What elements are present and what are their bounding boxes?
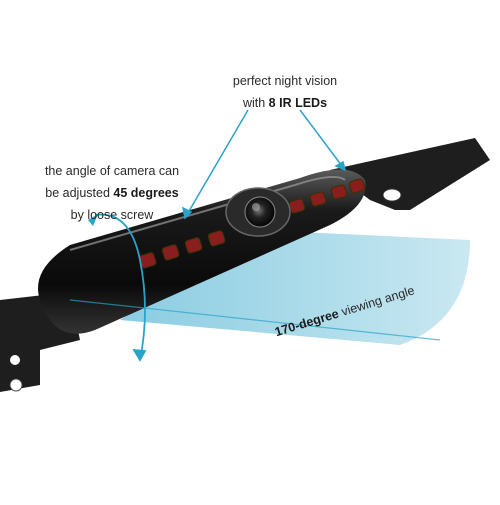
adjust-angle-bold: 45 degrees bbox=[113, 186, 179, 200]
ir-leds-right bbox=[288, 178, 366, 214]
ir-leds-left bbox=[138, 230, 226, 269]
bracket-hole-left bbox=[10, 355, 20, 365]
bracket-right bbox=[330, 138, 490, 210]
night-vision-line1: perfect night vision bbox=[232, 74, 338, 88]
bracket-hole-left-2 bbox=[9, 378, 23, 392]
viewing-angle-fan bbox=[120, 230, 470, 345]
rotation-axis bbox=[69, 299, 441, 341]
night-vision-prefix: with bbox=[242, 96, 269, 110]
adjust-angle-line1: the angle of camera can bbox=[44, 164, 180, 178]
camera-lens bbox=[244, 196, 276, 228]
camera-highlight bbox=[69, 175, 346, 251]
night-vision-caption: perfect night vision with 8 IR LEDs bbox=[210, 70, 360, 114]
night-vision-bold: 8 IR LEDs bbox=[268, 96, 328, 110]
rotation-arrow bbox=[88, 213, 147, 362]
bracket-hole-right bbox=[382, 188, 402, 202]
adjust-angle-prefix: be adjusted bbox=[45, 186, 114, 200]
night-vision-arrows bbox=[181, 109, 347, 220]
adjust-angle-caption: the angle of camera can be adjusted 45 d… bbox=[22, 160, 202, 226]
night-vision-line2: with 8 IR LEDs bbox=[210, 92, 360, 114]
adjust-angle-line3: by loose screw bbox=[70, 208, 154, 222]
adjust-angle-line2: be adjusted 45 degrees bbox=[22, 182, 202, 204]
